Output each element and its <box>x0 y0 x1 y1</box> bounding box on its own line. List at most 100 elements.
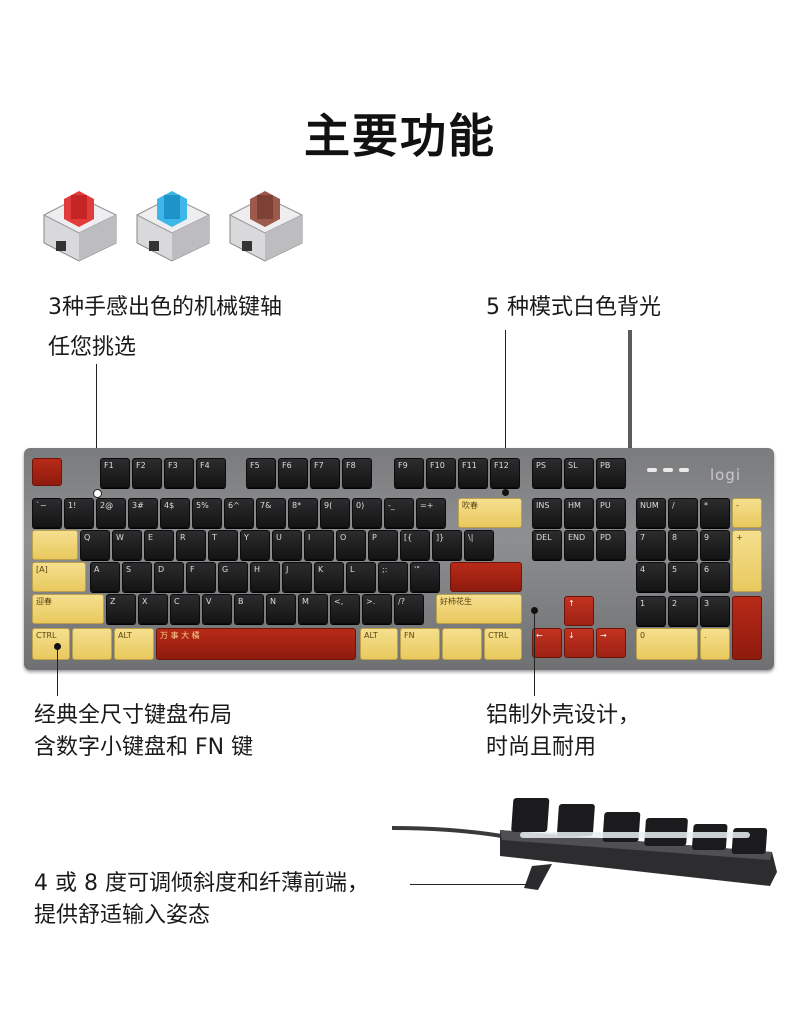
key-num[interactable]: 6 <box>700 562 730 592</box>
key-q-row[interactable]: I <box>304 530 334 560</box>
key-windows[interactable] <box>72 628 112 660</box>
key-num-minus[interactable]: - <box>732 498 762 528</box>
key-num-row[interactable]: 2@ <box>96 498 126 528</box>
key-right-ctrl[interactable]: CTRL <box>484 628 522 660</box>
key-arrow-up[interactable]: ↑ <box>564 596 594 626</box>
key-z-row[interactable]: /? <box>394 594 424 624</box>
key-z-row[interactable]: X <box>138 594 168 624</box>
key-left-alt[interactable]: ALT <box>114 628 154 660</box>
key-q-row[interactable]: P <box>368 530 398 560</box>
key-num[interactable]: 9 <box>700 530 730 560</box>
key-num-row[interactable]: 6^ <box>224 498 254 528</box>
key-num[interactable]: 8 <box>668 530 698 560</box>
key-f15[interactable]: PB <box>596 458 626 488</box>
key-space[interactable]: 万 事 大 橘 <box>156 628 356 660</box>
key-arrow-down[interactable]: ↓ <box>564 628 594 658</box>
key-f1[interactable]: F1 <box>100 458 130 488</box>
key-a-row[interactable]: '" <box>410 562 440 592</box>
key-f14[interactable]: SL <box>564 458 594 488</box>
key-z-row[interactable]: V <box>202 594 232 624</box>
key-num[interactable]: 1 <box>636 596 666 626</box>
key-f3[interactable]: F3 <box>164 458 194 488</box>
key-q-row[interactable]: E <box>144 530 174 560</box>
key-z-row[interactable]: C <box>170 594 200 624</box>
key-nav[interactable]: PD <box>596 530 626 560</box>
key-f12[interactable]: F12 <box>490 458 520 488</box>
key-a-row[interactable]: G <box>218 562 248 592</box>
key-num-row[interactable]: 7& <box>256 498 286 528</box>
key-z-row[interactable]: M <box>298 594 328 624</box>
key-num-row[interactable]: 5% <box>192 498 222 528</box>
key-q-row[interactable]: [{ <box>400 530 430 560</box>
key-num[interactable]: 3 <box>700 596 730 626</box>
key-caps[interactable]: [A] <box>32 562 86 592</box>
key-f13[interactable]: PS <box>532 458 562 488</box>
key-arrow-left[interactable]: ← <box>532 628 562 658</box>
key-num-row[interactable]: 1! <box>64 498 94 528</box>
key-f10[interactable]: F10 <box>426 458 456 488</box>
key-f8[interactable]: F8 <box>342 458 372 488</box>
key-num-row[interactable]: 8* <box>288 498 318 528</box>
key-a-row[interactable]: A <box>90 562 120 592</box>
key-a-row[interactable]: F <box>186 562 216 592</box>
key-q-row[interactable]: U <box>272 530 302 560</box>
key-nav[interactable]: END <box>564 530 594 560</box>
key-q-row[interactable]: ]} <box>432 530 462 560</box>
key-f6[interactable]: F6 <box>278 458 308 488</box>
key-q-row[interactable]: W <box>112 530 142 560</box>
key-num[interactable]: 4 <box>636 562 666 592</box>
key-a-row[interactable]: J <box>282 562 312 592</box>
key-f2[interactable]: F2 <box>132 458 162 488</box>
key-num-row[interactable]: 3# <box>128 498 158 528</box>
key-nav[interactable]: INS <box>532 498 562 528</box>
key-num-enter[interactable] <box>732 596 762 660</box>
key-f9[interactable]: F9 <box>394 458 424 488</box>
key-nav[interactable]: HM <box>564 498 594 528</box>
key-esc[interactable] <box>32 458 62 486</box>
key-right-shift[interactable]: 好柿花生 <box>436 594 522 624</box>
key-num[interactable]: 5 <box>668 562 698 592</box>
key-a-row[interactable]: H <box>250 562 280 592</box>
key-num-dot[interactable]: . <box>700 628 730 660</box>
key-num-row[interactable]: -_ <box>384 498 414 528</box>
key-num-row[interactable]: 9( <box>320 498 350 528</box>
key-tab[interactable] <box>32 530 78 560</box>
key-nav[interactable]: PU <box>596 498 626 528</box>
key-f5[interactable]: F5 <box>246 458 276 488</box>
key-backspace[interactable]: 吹春 <box>458 498 522 528</box>
key-num-row[interactable]: =+ <box>416 498 446 528</box>
key-f11[interactable]: F11 <box>458 458 488 488</box>
key-z-row[interactable]: >. <box>362 594 392 624</box>
key-z-row[interactable]: <, <box>330 594 360 624</box>
key-num-row[interactable]: 4$ <box>160 498 190 528</box>
key-f7[interactable]: F7 <box>310 458 340 488</box>
key-q-row[interactable]: T <box>208 530 238 560</box>
key-num-divide[interactable]: / <box>668 498 698 528</box>
key-nav[interactable]: DEL <box>532 530 562 560</box>
key-q-row[interactable]: \| <box>464 530 494 560</box>
key-a-row[interactable]: ;: <box>378 562 408 592</box>
key-enter[interactable] <box>450 562 522 592</box>
key-fn[interactable]: FN <box>400 628 440 660</box>
key-num[interactable]: 7 <box>636 530 666 560</box>
key-num-multiply[interactable]: * <box>700 498 730 528</box>
key-left-shift[interactable]: 迎春 <box>32 594 104 624</box>
key-q-row[interactable]: R <box>176 530 206 560</box>
key-q-row[interactable]: Q <box>80 530 110 560</box>
key-num[interactable]: 2 <box>668 596 698 626</box>
key-q-row[interactable]: Y <box>240 530 270 560</box>
key-num-plus[interactable]: + <box>732 530 762 592</box>
key-left-ctrl[interactable]: CTRL <box>32 628 70 660</box>
key-z-row[interactable]: N <box>266 594 296 624</box>
key-z-row[interactable]: B <box>234 594 264 624</box>
key-arrow-right[interactable]: → <box>596 628 626 658</box>
key-a-row[interactable]: S <box>122 562 152 592</box>
key-right-alt[interactable]: ALT <box>360 628 398 660</box>
key-a-row[interactable]: D <box>154 562 184 592</box>
key-a-row[interactable]: K <box>314 562 344 592</box>
key-menu[interactable] <box>442 628 482 660</box>
key-q-row[interactable]: O <box>336 530 366 560</box>
key-num-row[interactable]: `~ <box>32 498 62 528</box>
key-f4[interactable]: F4 <box>196 458 226 488</box>
key-numlock[interactable]: NUM <box>636 498 666 528</box>
